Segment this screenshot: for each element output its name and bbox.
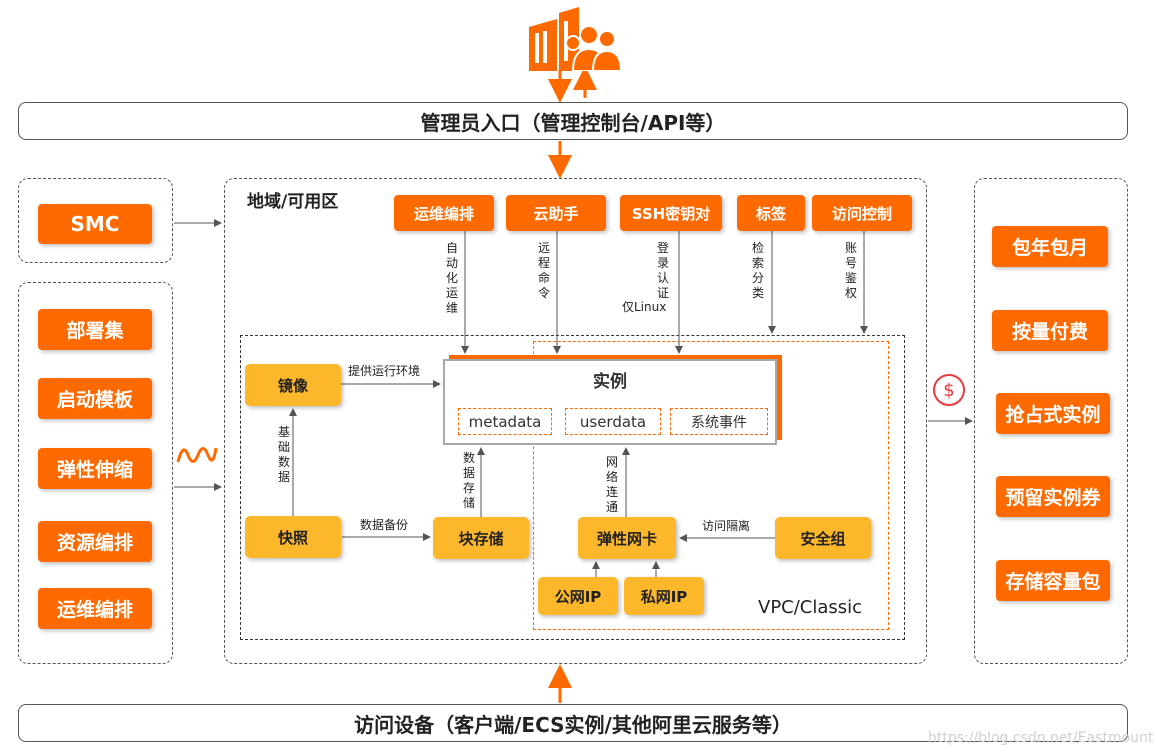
eni-box: 弹性网卡 <box>578 517 676 559</box>
note-account-auth: 账号鉴权 <box>844 241 857 300</box>
left-item-deployment-set: 部署集 <box>38 309 152 350</box>
note-login-auth: 登录认证 <box>656 241 669 300</box>
inner-region-box <box>240 335 905 640</box>
note-auto-ops: 自动化运维 <box>445 241 458 315</box>
left-item-ops-orchestration: 运维编排 <box>38 588 152 629</box>
billing-reserved-instance: 预留实例券 <box>996 476 1110 517</box>
backup-note: 数据备份 <box>360 518 409 532</box>
region-title: 地域/可用区 <box>247 192 339 212</box>
snapshot-box: 快照 <box>245 516 341 558</box>
billing-subscription: 包年包月 <box>992 226 1108 267</box>
storage-note: 数据存储 <box>462 451 475 510</box>
admin-entry-bar: 管理员入口（管理控制台/API等） <box>18 102 1128 140</box>
vpc-label: VPC/Classic <box>758 597 863 618</box>
instance-userdata: userdata <box>565 408 661 435</box>
block-storage-box: 块存储 <box>433 517 529 559</box>
left-item-resource-orchestration: 资源编排 <box>38 521 152 562</box>
note-remote-command: 远程命令 <box>537 241 550 300</box>
dollar-icon: $ <box>933 374 965 406</box>
isolation-note: 访问隔离 <box>702 519 751 533</box>
watermark: https://blog.csdn.net/Eastmount <box>928 730 1154 746</box>
vpc-box <box>533 341 889 630</box>
billing-container <box>974 178 1128 664</box>
service-tags: 标签 <box>737 195 805 231</box>
image-box: 镜像 <box>245 364 341 406</box>
public-ip-box: 公网IP <box>538 577 618 615</box>
note-linux-only: 仅Linux <box>622 300 667 314</box>
service-ops-orchestration: 运维编排 <box>394 195 494 231</box>
billing-pay-as-you-go: 按量付费 <box>992 310 1108 351</box>
image-note: 提供运行环境 <box>348 364 421 378</box>
left-tools-container <box>18 282 173 664</box>
billing-spot-instance: 抢占式实例 <box>996 393 1110 434</box>
left-item-launch-template: 启动模板 <box>38 378 152 419</box>
note-search-classify: 检索分类 <box>751 241 764 300</box>
smc-container <box>18 178 173 263</box>
billing-storage-capacity: 存储容量包 <box>996 560 1110 601</box>
security-group-box: 安全组 <box>775 517 871 559</box>
access-device-bar: 访问设备（客户端/ECS实例/其他阿里云服务等） <box>18 704 1128 742</box>
service-cloud-assistant: 云助手 <box>506 195 606 231</box>
private-ip-box: 私网IP <box>624 577 704 615</box>
region-container <box>224 178 927 664</box>
service-ssh-keypair: SSH密钥对 <box>620 195 722 231</box>
eni-note: 网络连通 <box>605 455 618 514</box>
smc-button: SMC <box>38 204 152 244</box>
instance-system-events: 系统事件 <box>670 408 768 435</box>
instance-metadata: metadata <box>458 408 552 435</box>
snapshot-note: 基础数据 <box>277 425 290 484</box>
left-item-auto-scaling: 弹性伸缩 <box>38 448 152 489</box>
service-access-control: 访问控制 <box>812 195 912 231</box>
building-people-icon <box>529 7 622 71</box>
instance-title: 实例 <box>593 372 627 392</box>
wave-icon <box>176 447 218 463</box>
